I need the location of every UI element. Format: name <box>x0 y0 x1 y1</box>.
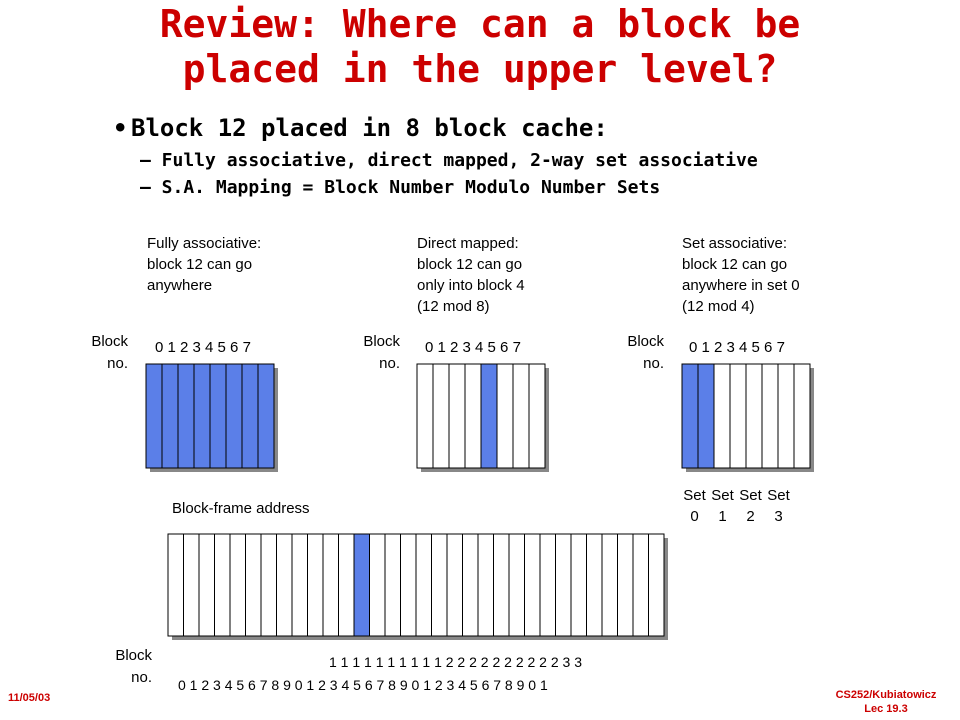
memory-block-10 <box>322 533 339 637</box>
fully_associative-block-1 <box>161 363 179 469</box>
memory-block-25 <box>555 533 572 637</box>
memory-block-9 <box>307 533 324 637</box>
memory-block-16 <box>415 533 432 637</box>
memory-block-3 <box>214 533 231 637</box>
memory-block-0 <box>167 533 184 637</box>
cache-indices-dm: 0 1 2 3 4 5 6 7 <box>425 339 521 356</box>
footer-course-info: CS252/Kubiatowicz Lec 19.3 <box>826 688 946 716</box>
set_associative-block-4 <box>745 363 763 469</box>
memory-block-7 <box>276 533 293 637</box>
main-bullet: •Block 12 placed in 8 block cache: <box>113 114 608 142</box>
block-no-label-memory: Block no. <box>115 647 152 686</box>
memory-block-24 <box>539 533 556 637</box>
set_associative-block-0 <box>681 363 699 469</box>
block-no-label-dm: Block no. <box>363 333 400 372</box>
fully_associative-block-6 <box>241 363 259 469</box>
set_associative-block-6 <box>777 363 795 469</box>
memory-block-28 <box>601 533 618 637</box>
memory-block-23 <box>524 533 541 637</box>
direct_mapped-block-0 <box>416 363 434 469</box>
caption-direct-mapped: Direct mapped: block 12 can go only into… <box>417 235 525 315</box>
memory-block-21 <box>493 533 510 637</box>
set_associative-block-5 <box>761 363 779 469</box>
set_associative-block-3 <box>729 363 747 469</box>
memory-tens-row: 1 1 1 1 1 1 1 1 1 1 2 2 2 2 2 2 2 2 2 2 … <box>329 654 582 670</box>
direct_mapped-block-4 <box>480 363 498 469</box>
bullet-dot: • <box>113 114 128 142</box>
memory-ones-row: 0 1 2 3 4 5 6 7 8 9 0 1 2 3 4 5 6 7 8 9 … <box>178 677 548 693</box>
fully_associative-block-5 <box>225 363 243 469</box>
memory-block-20 <box>477 533 494 637</box>
footer-date: 11/05/03 <box>8 692 51 704</box>
slide-title: Review: Where can a block be placed in t… <box>0 2 960 92</box>
fully_associative-block-3 <box>193 363 211 469</box>
title-line-2: placed in the upper level? <box>182 47 778 91</box>
footer-lecture: Lec 19.3 <box>864 703 908 715</box>
memory-block-12 <box>353 533 370 637</box>
set_associative-block-7 <box>793 363 811 469</box>
memory-block-31 <box>648 533 665 637</box>
memory-block-19 <box>462 533 479 637</box>
sub-bullet-2: – S.A. Mapping = Block Number Modulo Num… <box>140 177 661 198</box>
memory-block-14 <box>384 533 401 637</box>
memory-block-18 <box>446 533 463 637</box>
block-no-label-sa: Block no. <box>627 333 664 372</box>
memory-block-2 <box>198 533 215 637</box>
memory-block-1 <box>183 533 200 637</box>
direct_mapped-block-1 <box>432 363 450 469</box>
set-label-3: Set 3 <box>767 487 790 525</box>
memory-block-8 <box>291 533 308 637</box>
set_associative-block-2 <box>713 363 731 469</box>
fully_associative-block-2 <box>177 363 195 469</box>
memory-block-22 <box>508 533 525 637</box>
memory-block-11 <box>338 533 355 637</box>
memory-block-15 <box>400 533 417 637</box>
cache-indices-sa: 0 1 2 3 4 5 6 7 <box>689 339 785 356</box>
fully_associative-block-0 <box>145 363 163 469</box>
fully_associative-block-7 <box>257 363 275 469</box>
memory-block-29 <box>617 533 634 637</box>
set-label-0: Set 0 <box>683 487 706 525</box>
caption-set-associative: Set associative: block 12 can go anywher… <box>682 235 800 315</box>
set_associative-block-1 <box>697 363 715 469</box>
sub-bullet-1: – Fully associative, direct mapped, 2-wa… <box>140 150 758 171</box>
caption-fully-associative: Fully associative: block 12 can go anywh… <box>147 235 262 294</box>
direct_mapped-block-6 <box>512 363 530 469</box>
set-label-2: Set 2 <box>739 487 762 525</box>
memory-block-5 <box>245 533 262 637</box>
fully_associative-block-4 <box>209 363 227 469</box>
set-label-1: Set 1 <box>711 487 734 525</box>
memory-block-26 <box>570 533 587 637</box>
block-frame-address-label: Block-frame address <box>172 500 310 517</box>
direct_mapped-block-3 <box>464 363 482 469</box>
memory-block-27 <box>586 533 603 637</box>
title-line-1: Review: Where can a block be <box>159 2 801 46</box>
memory-block-17 <box>431 533 448 637</box>
direct_mapped-block-7 <box>528 363 546 469</box>
memory-block-13 <box>369 533 386 637</box>
main-bullet-text: Block 12 placed in 8 block cache: <box>131 114 608 142</box>
direct_mapped-block-2 <box>448 363 466 469</box>
footer-course: CS252/Kubiatowicz <box>835 689 937 701</box>
block-no-label-fa: Block no. <box>91 333 128 372</box>
memory-block-30 <box>632 533 649 637</box>
memory-block-4 <box>229 533 246 637</box>
memory-block-6 <box>260 533 277 637</box>
direct_mapped-block-5 <box>496 363 514 469</box>
cache-indices-fa: 0 1 2 3 4 5 6 7 <box>155 339 251 356</box>
